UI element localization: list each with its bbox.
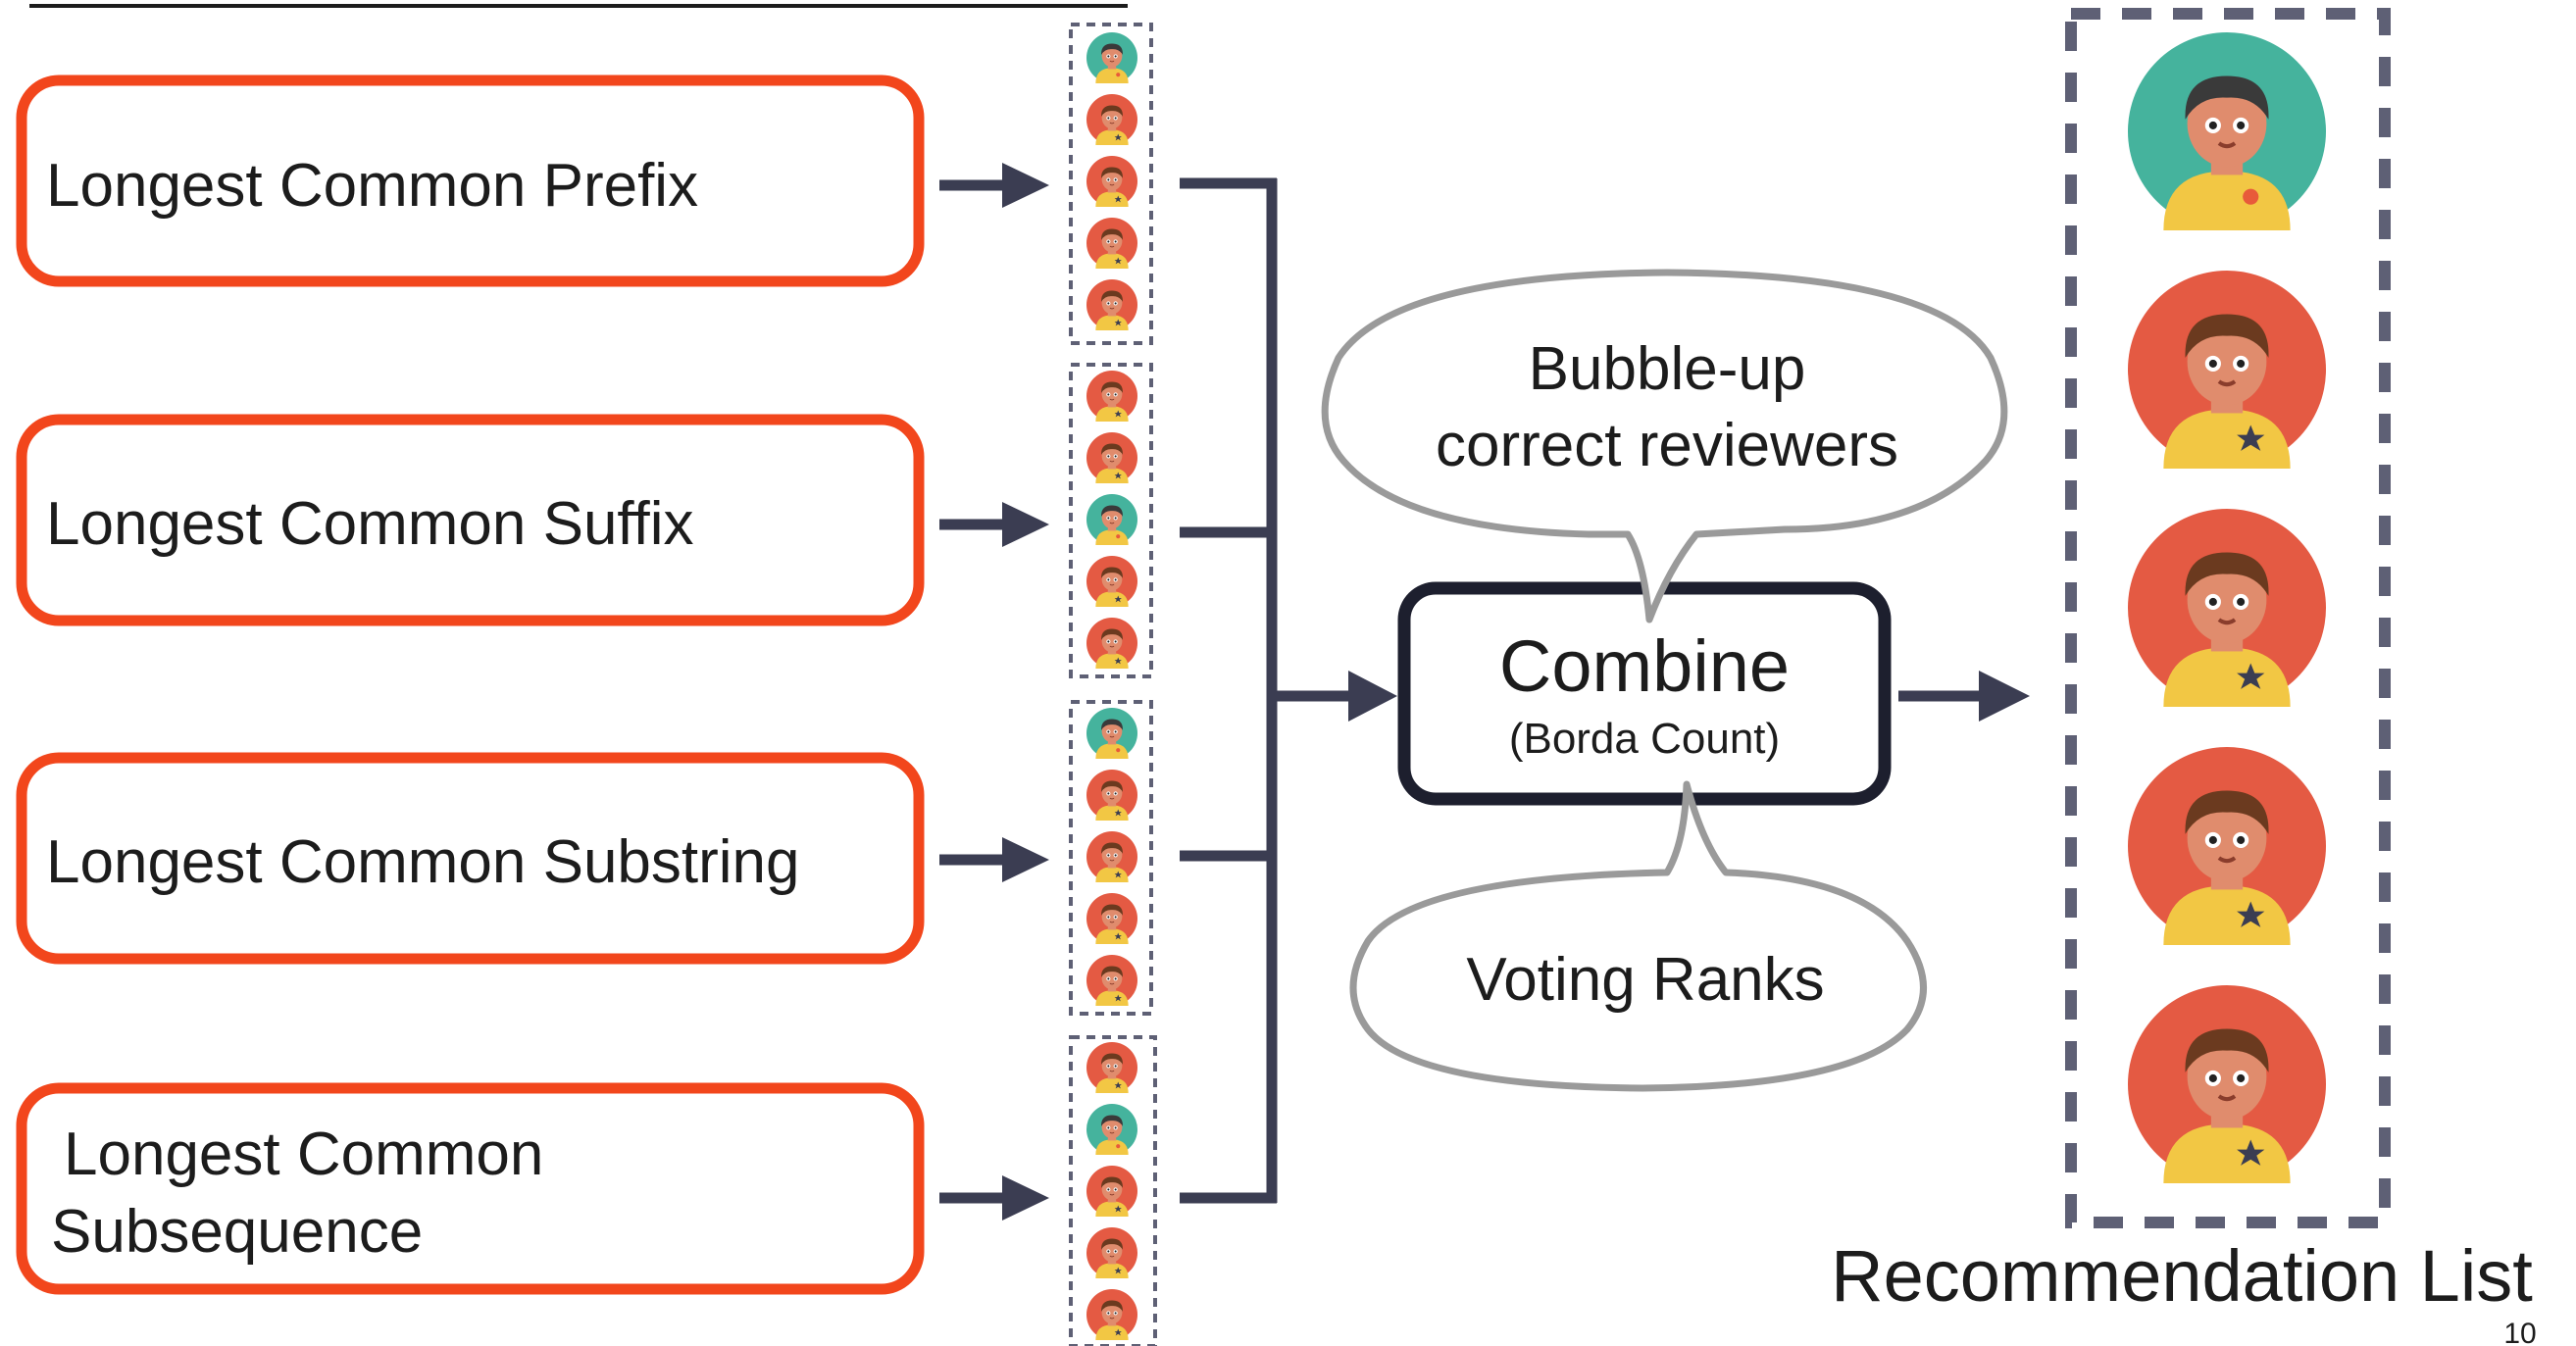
method-box-substring: Longest Common Substring xyxy=(16,752,925,965)
combine-title: Combine xyxy=(1499,625,1790,707)
merge-arrowhead xyxy=(1348,671,1397,722)
candidate-avatar-red-icon xyxy=(1086,831,1137,882)
bubble-top-line1: Bubble-up xyxy=(1529,335,1806,403)
candidate-avatar-red-icon xyxy=(1086,1227,1137,1278)
candidate-avatar-teal-icon xyxy=(1086,708,1137,759)
recommendation-list-frame xyxy=(2065,8,2391,1228)
recommendation-avatar-red-icon xyxy=(2128,271,2326,469)
method-label-subsequence-line2: Subsequence xyxy=(51,1198,423,1266)
bubble-bottom-text: Voting Ranks xyxy=(1466,946,1824,1014)
method-arrowheads xyxy=(1002,163,1049,1221)
candidate-avatar-red-icon xyxy=(1086,770,1137,821)
speech-bubble-top: Bubble-up correct reviewers xyxy=(1321,269,2008,623)
bubble-top-line2: correct reviewers xyxy=(1436,412,1898,479)
candidate-avatar-teal-icon xyxy=(1086,32,1137,83)
candidate-list-frames xyxy=(1069,23,1157,1346)
candidate-avatar-teal-icon xyxy=(1086,494,1137,545)
candidate-avatar-teal-icon xyxy=(1086,1104,1137,1155)
candidate-avatar-red-icon xyxy=(1086,1166,1137,1217)
method-label-substring: Longest Common Substring xyxy=(46,828,800,896)
candidate-avatar-red-icon xyxy=(1086,156,1137,207)
method-label-subsequence-line1: Longest Common xyxy=(64,1121,543,1188)
candidate-avatar-red-icon xyxy=(1086,371,1137,422)
method-label-prefix: Longest Common Prefix xyxy=(46,152,698,220)
candidate-avatar-red-icon xyxy=(1086,218,1137,269)
merge-connector xyxy=(1180,177,1358,1204)
candidate-avatar-red-icon xyxy=(1086,279,1137,330)
method-box-prefix: Longest Common Prefix xyxy=(16,75,925,287)
method-box-suffix: Longest Common Suffix xyxy=(16,414,925,626)
speech-bubble-bottom: Voting Ranks xyxy=(1349,780,1927,1092)
candidate-avatar-red-icon xyxy=(1086,893,1137,944)
combine-subtitle: (Borda Count) xyxy=(1509,715,1780,763)
method-label-suffix: Longest Common Suffix xyxy=(46,490,694,558)
recommendation-avatar-teal-icon xyxy=(2128,32,2326,230)
candidate-avatar-red-icon xyxy=(1086,1289,1137,1340)
page-number: 10 xyxy=(2503,1318,2536,1346)
recommendation-avatars xyxy=(2128,32,2326,1183)
method-arrows xyxy=(939,179,1010,1204)
output-arrowhead xyxy=(1979,671,2030,722)
recommendation-avatar-red-icon xyxy=(2128,509,2326,707)
candidate-avatar-red-icon xyxy=(1086,432,1137,483)
recommendation-avatar-red-icon xyxy=(2128,747,2326,945)
method-box-subsequence: Longest Common Subsequence xyxy=(16,1082,925,1295)
candidate-avatars xyxy=(1086,32,1137,1340)
candidate-avatar-red-icon xyxy=(1086,955,1137,1006)
candidate-avatar-red-icon xyxy=(1086,556,1137,607)
candidate-avatar-red-icon xyxy=(1086,94,1137,145)
recommendation-label: Recommendation List xyxy=(1831,1235,2533,1317)
candidate-avatar-red-icon xyxy=(1086,618,1137,669)
combine-box: Combine (Borda Count) xyxy=(1397,581,1892,806)
candidate-avatar-red-icon xyxy=(1086,1042,1137,1093)
recommendation-avatar-red-icon xyxy=(2128,985,2326,1183)
